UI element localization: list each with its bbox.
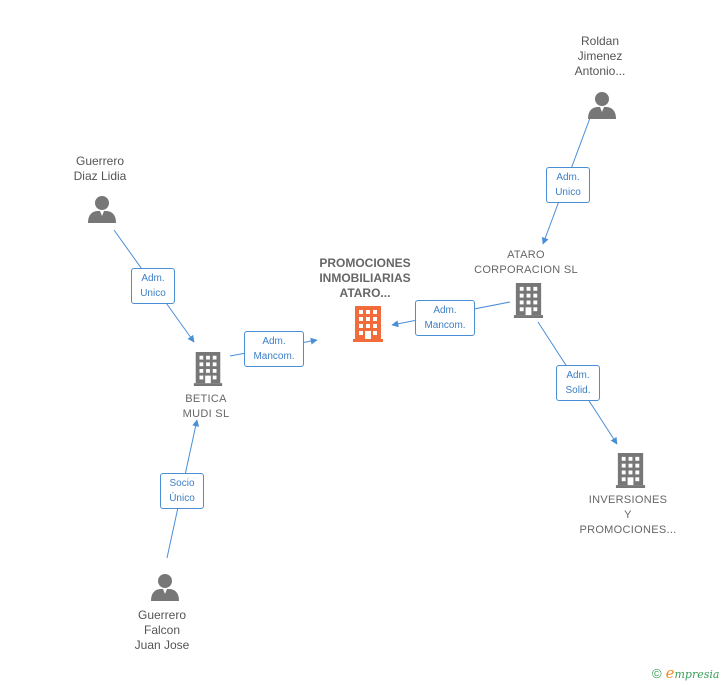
edge-label-line: Adm.	[566, 370, 590, 381]
edge-label-betica-promociones[interactable]: Adm. Mancom.	[244, 331, 304, 367]
node-label-line: Roldan	[580, 34, 620, 48]
node-label-line: CORPORACION SL	[474, 264, 578, 276]
node-label-line: Y	[624, 509, 632, 521]
node-label-ataro[interactable]: ATARO CORPORACION SL	[466, 248, 586, 278]
person-icon[interactable]	[88, 196, 116, 223]
node-label-line: Diaz Lidia	[73, 169, 127, 183]
edge-label-line: Adm.	[433, 305, 457, 316]
node-label-line: ATARO...	[339, 286, 391, 300]
footer-credit: ©empresia	[652, 664, 719, 682]
node-label-betica[interactable]: BETICA MUDI SL	[166, 392, 246, 422]
node-label-line: INMOBILIARIAS	[319, 271, 411, 285]
edge-label-line: Solid.	[565, 385, 591, 396]
node-label-line: INVERSIONES	[588, 494, 668, 506]
node-label-line: Falcon	[143, 623, 181, 637]
node-label-line: Antonio...	[574, 64, 626, 78]
node-label-line: PROMOCIONES	[319, 256, 411, 270]
person-icon[interactable]	[151, 574, 179, 601]
edge-label-line: Único	[169, 493, 195, 504]
edge-label-line: Adm.	[141, 273, 165, 284]
node-label-line: Juan Jose	[134, 638, 190, 652]
main-building-icon[interactable]	[353, 306, 383, 342]
node-label-line: PROMOCIONES...	[579, 524, 677, 536]
node-label-line: Jimenez	[577, 49, 623, 63]
edge-label-line: Unico	[140, 288, 166, 299]
edge-label-line: Unico	[555, 187, 581, 198]
node-label-line: MUDI SL	[182, 408, 230, 420]
copyright-icon: ©	[652, 666, 662, 681]
node-label-guerrero-diaz[interactable]: Guerrero Diaz Lidia	[60, 154, 140, 184]
brand-name: mpresia	[674, 668, 720, 681]
edge-label-falcon-betica[interactable]: Socio Único	[160, 473, 204, 509]
edge-label-ataro-promociones[interactable]: Adm. Mancom.	[415, 300, 475, 336]
node-label-promociones[interactable]: PROMOCIONES INMOBILIARIAS ATARO...	[305, 256, 425, 301]
building-icon[interactable]	[513, 283, 544, 318]
edge-label-guerrero-betica[interactable]: Adm. Unico	[131, 268, 175, 304]
edge-label-line: Mancom.	[253, 351, 295, 362]
building-icon[interactable]	[193, 352, 223, 386]
node-label-line: Guerrero	[75, 154, 125, 168]
edge-label-line: Adm.	[262, 336, 286, 347]
edge-label-ataro-inversiones[interactable]: Adm. Solid.	[556, 365, 600, 401]
edge-label-line: Adm.	[556, 172, 580, 183]
node-label-line: BETICA	[185, 393, 227, 405]
node-label-line: ATARO	[507, 249, 545, 261]
node-label-line: Guerrero	[137, 608, 187, 622]
node-label-roldan[interactable]: Roldan Jimenez Antonio...	[562, 34, 638, 79]
person-icon[interactable]	[588, 92, 616, 119]
edge-label-roldan-ataro[interactable]: Adm. Unico	[546, 167, 590, 203]
node-label-inversiones[interactable]: INVERSIONES Y PROMOCIONES...	[570, 493, 686, 538]
node-label-guerrero-falcon[interactable]: Guerrero Falcon Juan Jose	[122, 608, 202, 653]
brand-initial: e	[665, 664, 675, 682]
edge-label-line: Socio	[169, 478, 195, 489]
building-icon[interactable]	[615, 453, 646, 488]
edge-label-line: Mancom.	[424, 320, 466, 331]
